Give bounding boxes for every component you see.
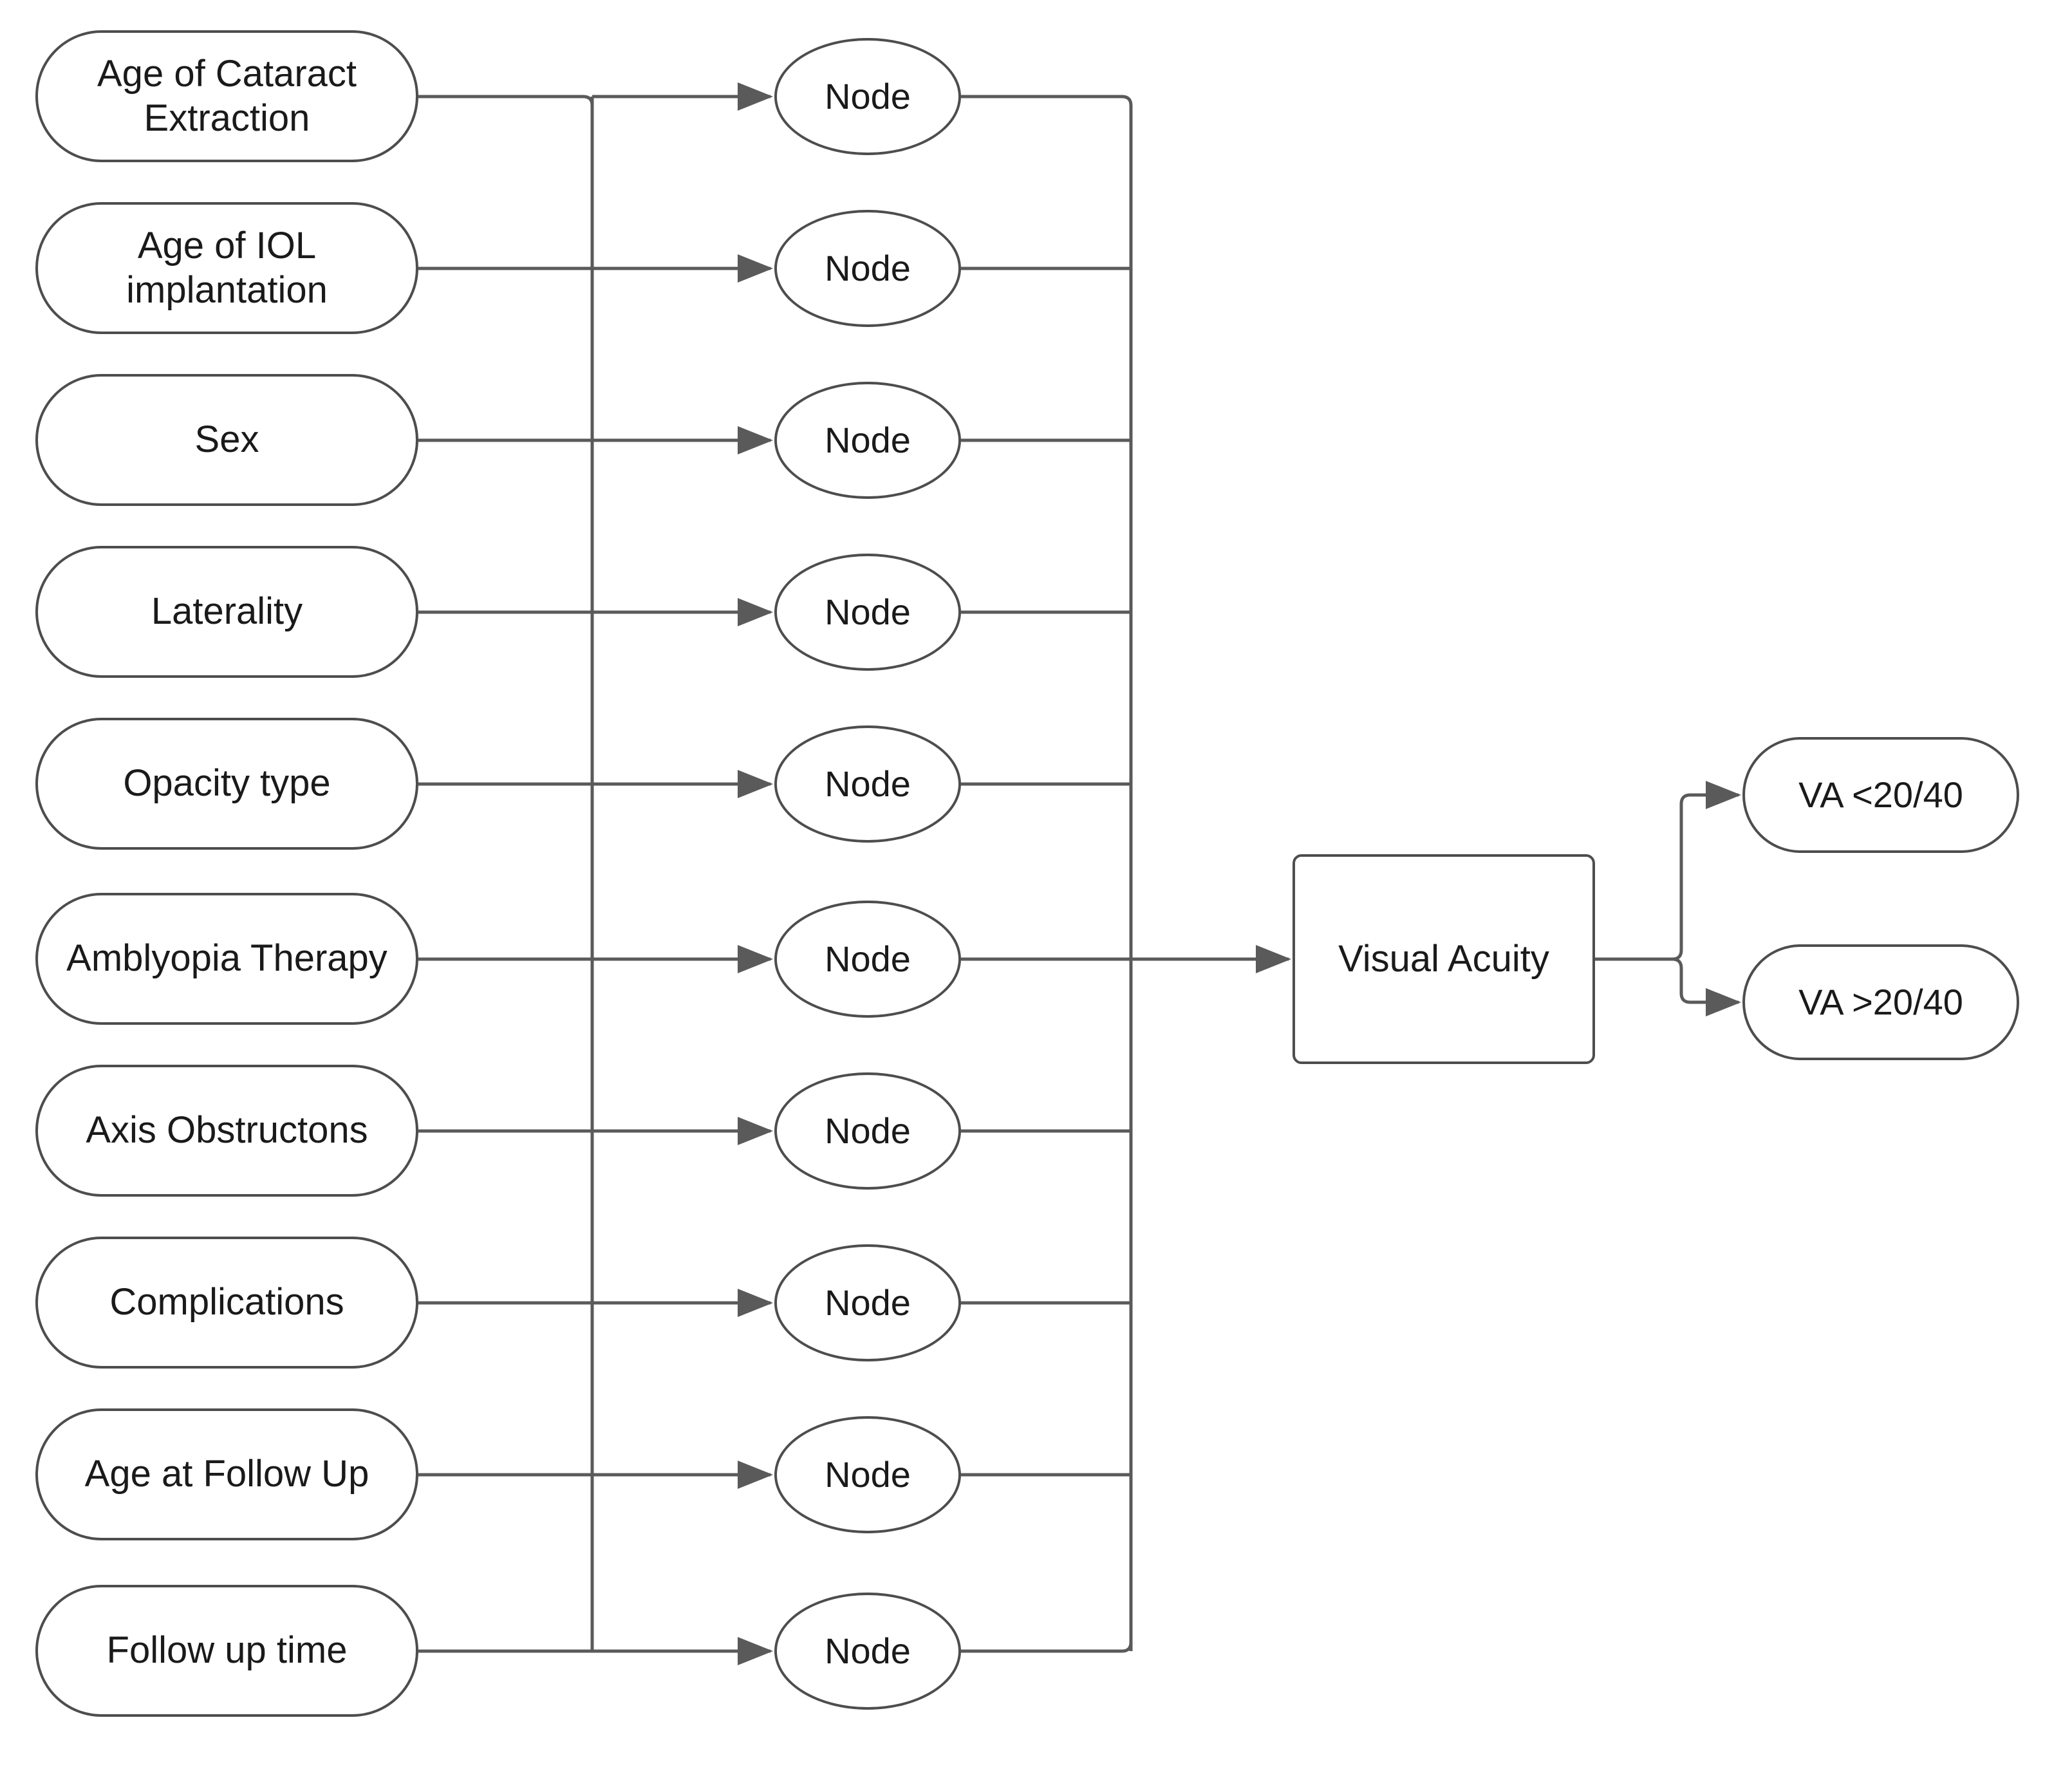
hidden-node-label: Node	[825, 763, 911, 804]
input-node-age-iol-implantation[interactable]: Age of IOL implantation	[35, 202, 418, 334]
input-label-line1: Follow up time	[106, 1629, 348, 1672]
input-label-line1: Age of Cataract	[97, 53, 357, 95]
hidden-node-label: Node	[825, 1110, 911, 1151]
output-node-label: Visual Acuity	[1338, 937, 1549, 980]
hidden-node-label: Node	[825, 419, 911, 460]
input-node-sex[interactable]: Sex	[35, 374, 418, 506]
connector	[961, 95, 1133, 106]
hidden-node[interactable]: Node	[774, 725, 961, 843]
connector	[961, 1641, 1133, 1653]
hidden-node[interactable]: Node	[774, 1416, 961, 1533]
input-node-amblyopia-therapy[interactable]: Amblyopia Therapy	[35, 893, 418, 1025]
hidden-node[interactable]: Node	[774, 1244, 961, 1361]
input-label: Axis Obstructons	[86, 1108, 368, 1152]
input-label: Complications	[109, 1280, 344, 1324]
hidden-node-label: Node	[825, 247, 911, 288]
input-label-line1: Age of IOL	[137, 225, 317, 267]
input-label: Follow up time	[107, 1629, 348, 1672]
hidden-node[interactable]: Node	[774, 554, 961, 671]
output-node-visual-acuity[interactable]: Visual Acuity	[1293, 854, 1595, 1064]
hidden-node-label: Node	[825, 938, 911, 979]
outcome-label: VA >20/40	[1798, 981, 1963, 1022]
hidden-node[interactable]: Node	[774, 210, 961, 327]
input-label-line1: Laterality	[151, 590, 303, 633]
input-label: Amblyopia Therapy	[66, 937, 387, 980]
input-label: Sex	[195, 418, 259, 462]
hidden-node[interactable]: Node	[774, 38, 961, 155]
input-node-age-cataract-extraction[interactable]: Age of Cataract Extraction	[35, 30, 418, 162]
input-label: Opacity type	[123, 762, 330, 805]
hidden-node-label: Node	[825, 591, 911, 632]
input-label-line1: Amblyopia Therapy	[66, 937, 387, 980]
connector	[1595, 781, 1742, 961]
outcome-node-va-below[interactable]: VA <20/40	[1742, 737, 2019, 853]
input-label: Laterality	[151, 590, 303, 633]
input-label-line2: Extraction	[144, 97, 310, 139]
input-node-age-at-follow-up[interactable]: Age at Follow Up	[35, 1408, 418, 1540]
outcome-label: VA <20/40	[1798, 774, 1963, 815]
connector	[418, 95, 594, 106]
hidden-node[interactable]: Node	[774, 382, 961, 499]
connector	[1595, 957, 1742, 1016]
input-label: Age of Cataract Extraction	[97, 52, 357, 140]
hidden-node[interactable]: Node	[774, 1072, 961, 1190]
hidden-node-label: Node	[825, 1282, 911, 1323]
input-label-line1: Axis Obstructons	[86, 1109, 368, 1152]
input-label-line2: implantation	[126, 268, 328, 311]
input-node-axis-obstructons[interactable]: Axis Obstructons	[35, 1065, 418, 1197]
hidden-node[interactable]: Node	[774, 901, 961, 1018]
hidden-node-label: Node	[825, 1454, 911, 1495]
hidden-node[interactable]: Node	[774, 1593, 961, 1710]
hidden-node-label: Node	[825, 75, 911, 117]
input-node-opacity-type[interactable]: Opacity type	[35, 718, 418, 850]
input-label-line1: Opacity type	[123, 762, 331, 805]
input-node-complications[interactable]: Complications	[35, 1237, 418, 1369]
hidden-node-label: Node	[825, 1630, 911, 1671]
input-label-line1: Age at Follow Up	[84, 1453, 369, 1495]
input-label: Age at Follow Up	[85, 1452, 369, 1496]
outcome-node-va-above[interactable]: VA >20/40	[1742, 944, 2019, 1060]
input-label-line1: Sex	[194, 418, 259, 461]
input-node-laterality[interactable]: Laterality	[35, 546, 418, 678]
input-label-line1: Complications	[109, 1281, 344, 1323]
input-label: Age of IOL implantation	[126, 224, 328, 312]
input-node-follow-up-time[interactable]: Follow up time	[35, 1585, 418, 1717]
